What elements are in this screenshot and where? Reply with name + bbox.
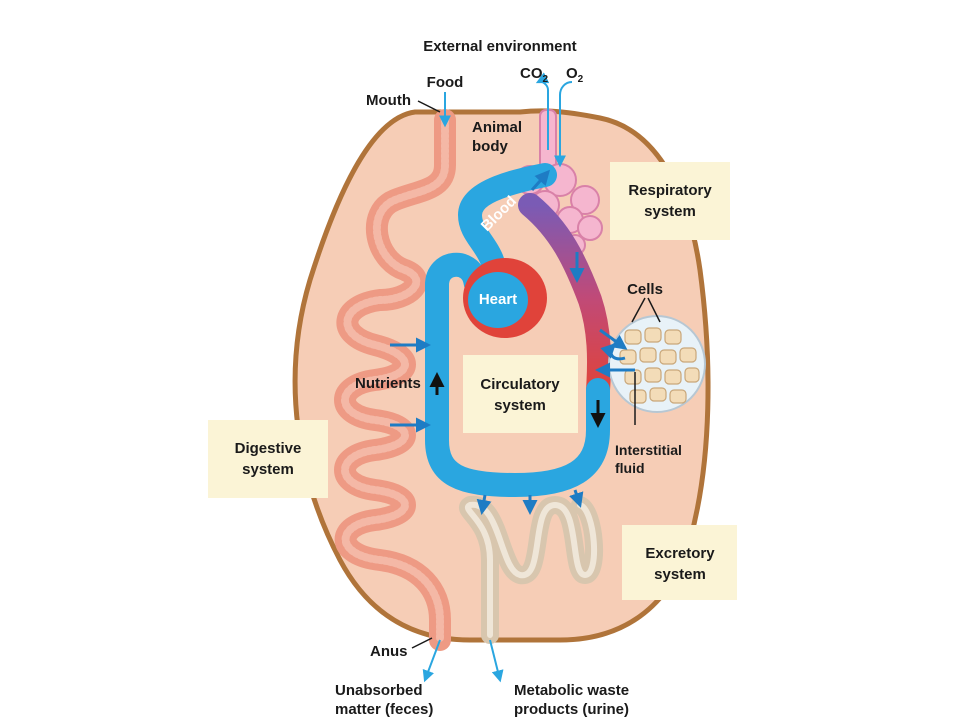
label-anus: Anus (370, 643, 408, 660)
external-flow-lines (422, 72, 573, 683)
label-interstitial-2: fluid (615, 460, 645, 476)
excretory-tubule-inner (465, 501, 598, 638)
label-respiratory-1: Respiratory (628, 182, 712, 199)
label-o2-sub: 2 (578, 74, 584, 85)
label-mouth: Mouth (366, 92, 411, 109)
digestive-tract-inner (341, 116, 449, 644)
label-circulatory-2: system (494, 397, 546, 414)
label-respiratory-2: system (644, 203, 696, 220)
label-external-environment: External environment (423, 38, 576, 55)
digestive-box (208, 420, 328, 498)
label-excretory-1: Excretory (645, 545, 715, 562)
label-metabolic-1: Metabolic waste (514, 682, 629, 699)
circulatory-main-loop (425, 273, 610, 498)
direction-arrows (429, 372, 606, 428)
heart-chamber (468, 272, 528, 328)
label-unabsorbed-1: Unabsorbed (335, 682, 423, 699)
label-digestive-1: Digestive (235, 440, 302, 457)
label-digestive-2: system (242, 461, 294, 478)
label-nutrients: Nutrients (355, 375, 421, 392)
label-animal-body-2: body (472, 138, 508, 155)
label-excretory-2: system (654, 566, 706, 583)
label-heart: Heart (479, 291, 517, 308)
label-circulatory-1: Circulatory (480, 376, 560, 393)
circulatory-oxygenated-segment (518, 193, 612, 402)
label-co2-sub: 2 (543, 74, 549, 85)
label-co2: CO2 (520, 65, 549, 85)
excretory-box (622, 525, 737, 600)
label-cells: Cells (627, 281, 663, 298)
label-food: Food (427, 74, 464, 91)
label-interstitial-1: Interstitial (615, 442, 682, 458)
circulatory-box (463, 355, 578, 433)
respiratory-box (610, 162, 730, 240)
cells-grid (619, 327, 700, 404)
label-metabolic-2: products (urine) (514, 701, 629, 718)
label-animal-body-1: Animal (472, 119, 522, 136)
label-unabsorbed-2: matter (feces) (335, 701, 433, 718)
flow-arrows (390, 169, 635, 515)
label-o2: O2 (566, 65, 584, 85)
leader-lines (411, 100, 661, 649)
